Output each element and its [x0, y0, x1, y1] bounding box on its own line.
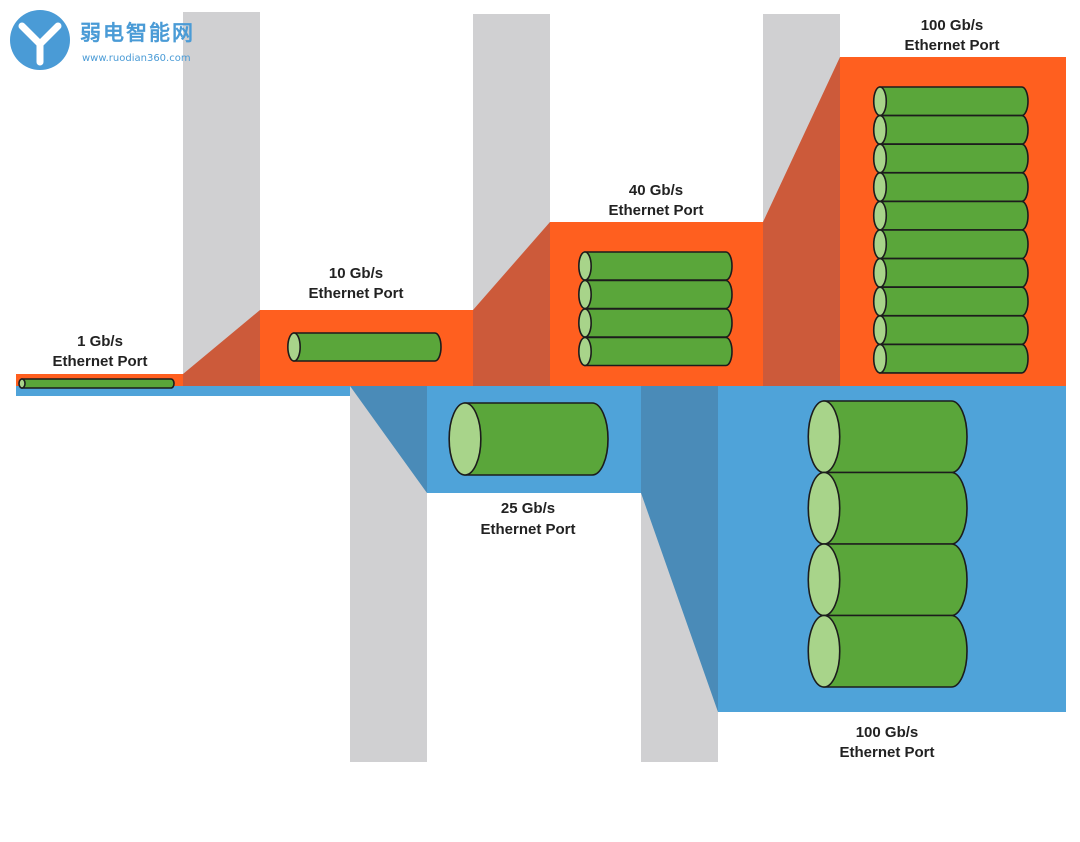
- label-1g-type: Ethernet Port: [52, 353, 147, 370]
- label-100g-top-speed: 100 Gb/s: [921, 17, 984, 34]
- cable-40g-lane: [578, 308, 733, 338]
- label-10g-speed: 10 Gb/s: [329, 265, 383, 282]
- cable-100g-top-lane: [872, 343, 1029, 374]
- label-100g-bottom-type: Ethernet Port: [839, 744, 934, 761]
- label-100g-top-type: Ethernet Port: [904, 37, 999, 54]
- cable-100g-top-lane: [872, 172, 1029, 203]
- cable-40g-lane: [578, 251, 733, 281]
- blue-transition-1-25: [350, 386, 427, 493]
- cable-100g-top-lane: [872, 200, 1029, 231]
- logo-mark-icon: [10, 10, 70, 70]
- label-25g-speed: 25 Gb/s: [501, 500, 555, 517]
- cable-25g: [448, 402, 609, 476]
- label-1g-speed: 1 Gb/s: [77, 333, 123, 350]
- orange-transition-10-40: [473, 222, 550, 386]
- labels: 1 Gb/s Ethernet Port 10 Gb/s Ethernet Po…: [52, 17, 999, 761]
- cable-100g-bottom-lane: [807, 614, 968, 688]
- cable-10g: [287, 332, 442, 362]
- cable-100g-top-lane: [872, 229, 1029, 260]
- cable-40g-lane: [578, 279, 733, 310]
- cables: [18, 86, 1029, 688]
- logo-name: 弱电智能网: [80, 21, 195, 45]
- label-100g-bottom-speed: 100 Gb/s: [856, 724, 919, 741]
- cable-100g-bottom-lane: [807, 471, 968, 545]
- blue-base: [16, 386, 350, 396]
- label-10g-type: Ethernet Port: [308, 285, 403, 302]
- cable-100g-top-lane: [872, 286, 1029, 317]
- logo-url: www.ruodian360.com: [82, 53, 191, 64]
- cable-100g-top-lane: [872, 257, 1029, 288]
- label-25g-type: Ethernet Port: [480, 521, 575, 538]
- logo: 弱电智能网 www.ruodian360.com: [10, 10, 195, 70]
- cable-40g-lane: [578, 336, 733, 367]
- cable-1g: [18, 378, 175, 389]
- cable-100g-top-lane: [872, 86, 1029, 117]
- blue-transition-25-100: [641, 386, 718, 712]
- orange-transition-1-10: [183, 310, 260, 386]
- label-40g-speed: 40 Gb/s: [629, 182, 683, 199]
- cable-100g-bottom-lane: [807, 400, 968, 474]
- cable-100g-top-lane: [872, 143, 1029, 174]
- label-40g-type: Ethernet Port: [608, 202, 703, 219]
- orange-transition-40-100: [763, 57, 840, 386]
- cable-100g-top-lane: [872, 114, 1029, 145]
- cable-100g-bottom-lane: [807, 543, 968, 617]
- cable-100g-top-lane: [872, 314, 1029, 346]
